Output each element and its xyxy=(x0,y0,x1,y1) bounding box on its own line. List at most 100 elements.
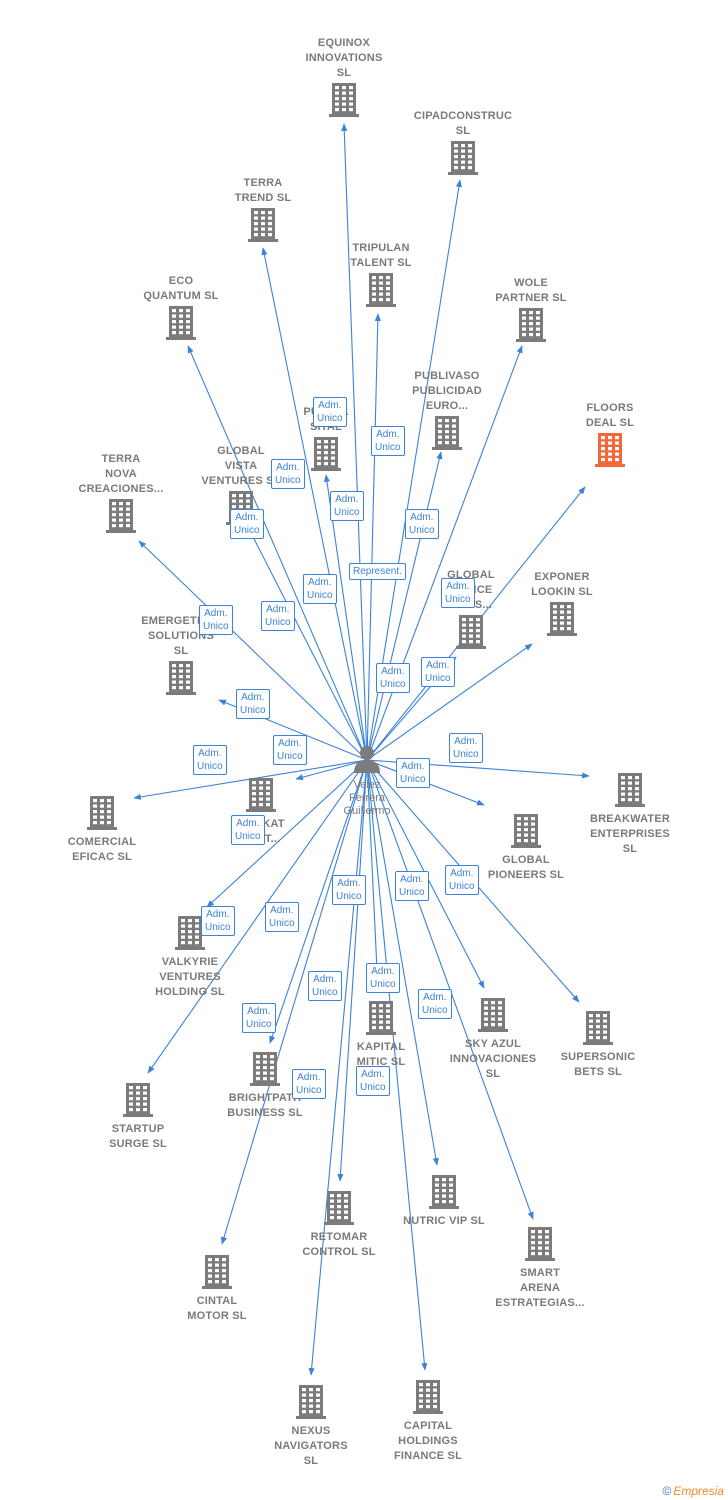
center-person[interactable]: Velez Ferrera Guillermo xyxy=(322,744,412,818)
edge-retomar xyxy=(337,759,368,1182)
relation-badge-merkat[interactable]: Adm.Unico xyxy=(273,735,307,765)
building-icon xyxy=(123,1083,153,1117)
relation-badge-nexus[interactable]: Adm.Unico xyxy=(292,1069,326,1099)
building-icon xyxy=(432,416,462,450)
relation-badge-brightpath[interactable]: Adm.Unico xyxy=(265,902,299,932)
relation-badge-emergetech[interactable]: Adm.Unico xyxy=(236,689,270,719)
building-icon xyxy=(366,1001,396,1035)
edge-equinox xyxy=(341,123,368,761)
building-icon xyxy=(595,433,625,467)
edge-startup xyxy=(147,759,368,1074)
relation-badge-kapital[interactable]: Adm.Unico xyxy=(332,875,366,905)
building-icon xyxy=(311,437,341,471)
relation-badge-cipad[interactable]: Adm.Unico xyxy=(371,426,405,456)
relation-badge-retomar[interactable]: Adm.Unico xyxy=(366,963,400,993)
edge-tripulan xyxy=(366,313,381,761)
footer-brand: ©Empresia xyxy=(662,1484,724,1498)
brand-logo: Empresia xyxy=(673,1484,724,1498)
building-icon xyxy=(87,796,117,830)
relation-badge-publivaso[interactable]: Represent. xyxy=(349,563,406,580)
relation-badge-nutric[interactable]: Adm.Unico xyxy=(308,971,342,1001)
building-icon xyxy=(525,1227,555,1261)
relation-badge-equinox[interactable]: Adm.Unico xyxy=(313,397,347,427)
relation-badge-startup[interactable]: Adm.Unico xyxy=(201,906,235,936)
relation-badge-supersonic[interactable]: Adm.Unico xyxy=(445,865,479,895)
edge-puntel xyxy=(323,474,368,761)
edge-terra-nova xyxy=(138,540,368,761)
relation-badge-puntel[interactable]: Adm.Unico xyxy=(261,601,295,631)
relation-badge-eco[interactable]: Adm.Unico xyxy=(230,509,264,539)
relation-badge-tripulan[interactable]: Adm.Unico xyxy=(330,491,364,521)
edge-exponer xyxy=(366,643,533,761)
edge-brightpath xyxy=(269,759,368,1044)
relation-badge-global-advice[interactable]: Adm.Unico xyxy=(376,663,410,693)
relation-badge-wole[interactable]: Adm.Unico xyxy=(405,509,439,539)
building-icon xyxy=(248,208,278,242)
relation-badge-cintal[interactable]: Adm.Unico xyxy=(242,1003,276,1033)
edge-nutric xyxy=(366,759,439,1166)
edge-nexus xyxy=(308,759,368,1376)
relation-badge-floors[interactable]: Adm.Unico xyxy=(441,578,475,608)
relation-badge-breakwater[interactable]: Adm.Unico xyxy=(449,733,483,763)
relation-badge-exponer[interactable]: Adm.Unico xyxy=(421,657,455,687)
relation-badge-capital[interactable]: Adm.Unico xyxy=(356,1066,390,1096)
company-nutric[interactable]: NUTRIC VIP SL xyxy=(384,1173,504,1229)
relation-badge-terra-trend[interactable]: Adm.Unico xyxy=(271,459,305,489)
relation-badge-global-vista[interactable]: Adm.Unico xyxy=(303,574,337,604)
building-icon xyxy=(511,814,541,848)
relation-badge-sky-azul[interactable]: Adm.Unico xyxy=(395,871,429,901)
building-icon xyxy=(615,773,645,807)
building-icon xyxy=(329,83,359,117)
person-name: Velez Ferrera Guillermo xyxy=(343,779,391,817)
building-icon xyxy=(429,1175,459,1209)
relation-badge-comercial[interactable]: Adm.Unico xyxy=(193,745,227,775)
relation-badge-terra-nova[interactable]: Adm.Unico xyxy=(199,605,233,635)
relation-badge-smart[interactable]: Adm.Unico xyxy=(418,989,452,1019)
building-icon xyxy=(166,661,196,695)
relation-badge-global-pioneers[interactable]: Adm.Unico xyxy=(396,758,430,788)
relation-badge-valkyrie[interactable]: Adm.Unico xyxy=(231,815,265,845)
building-icon xyxy=(324,1191,354,1225)
